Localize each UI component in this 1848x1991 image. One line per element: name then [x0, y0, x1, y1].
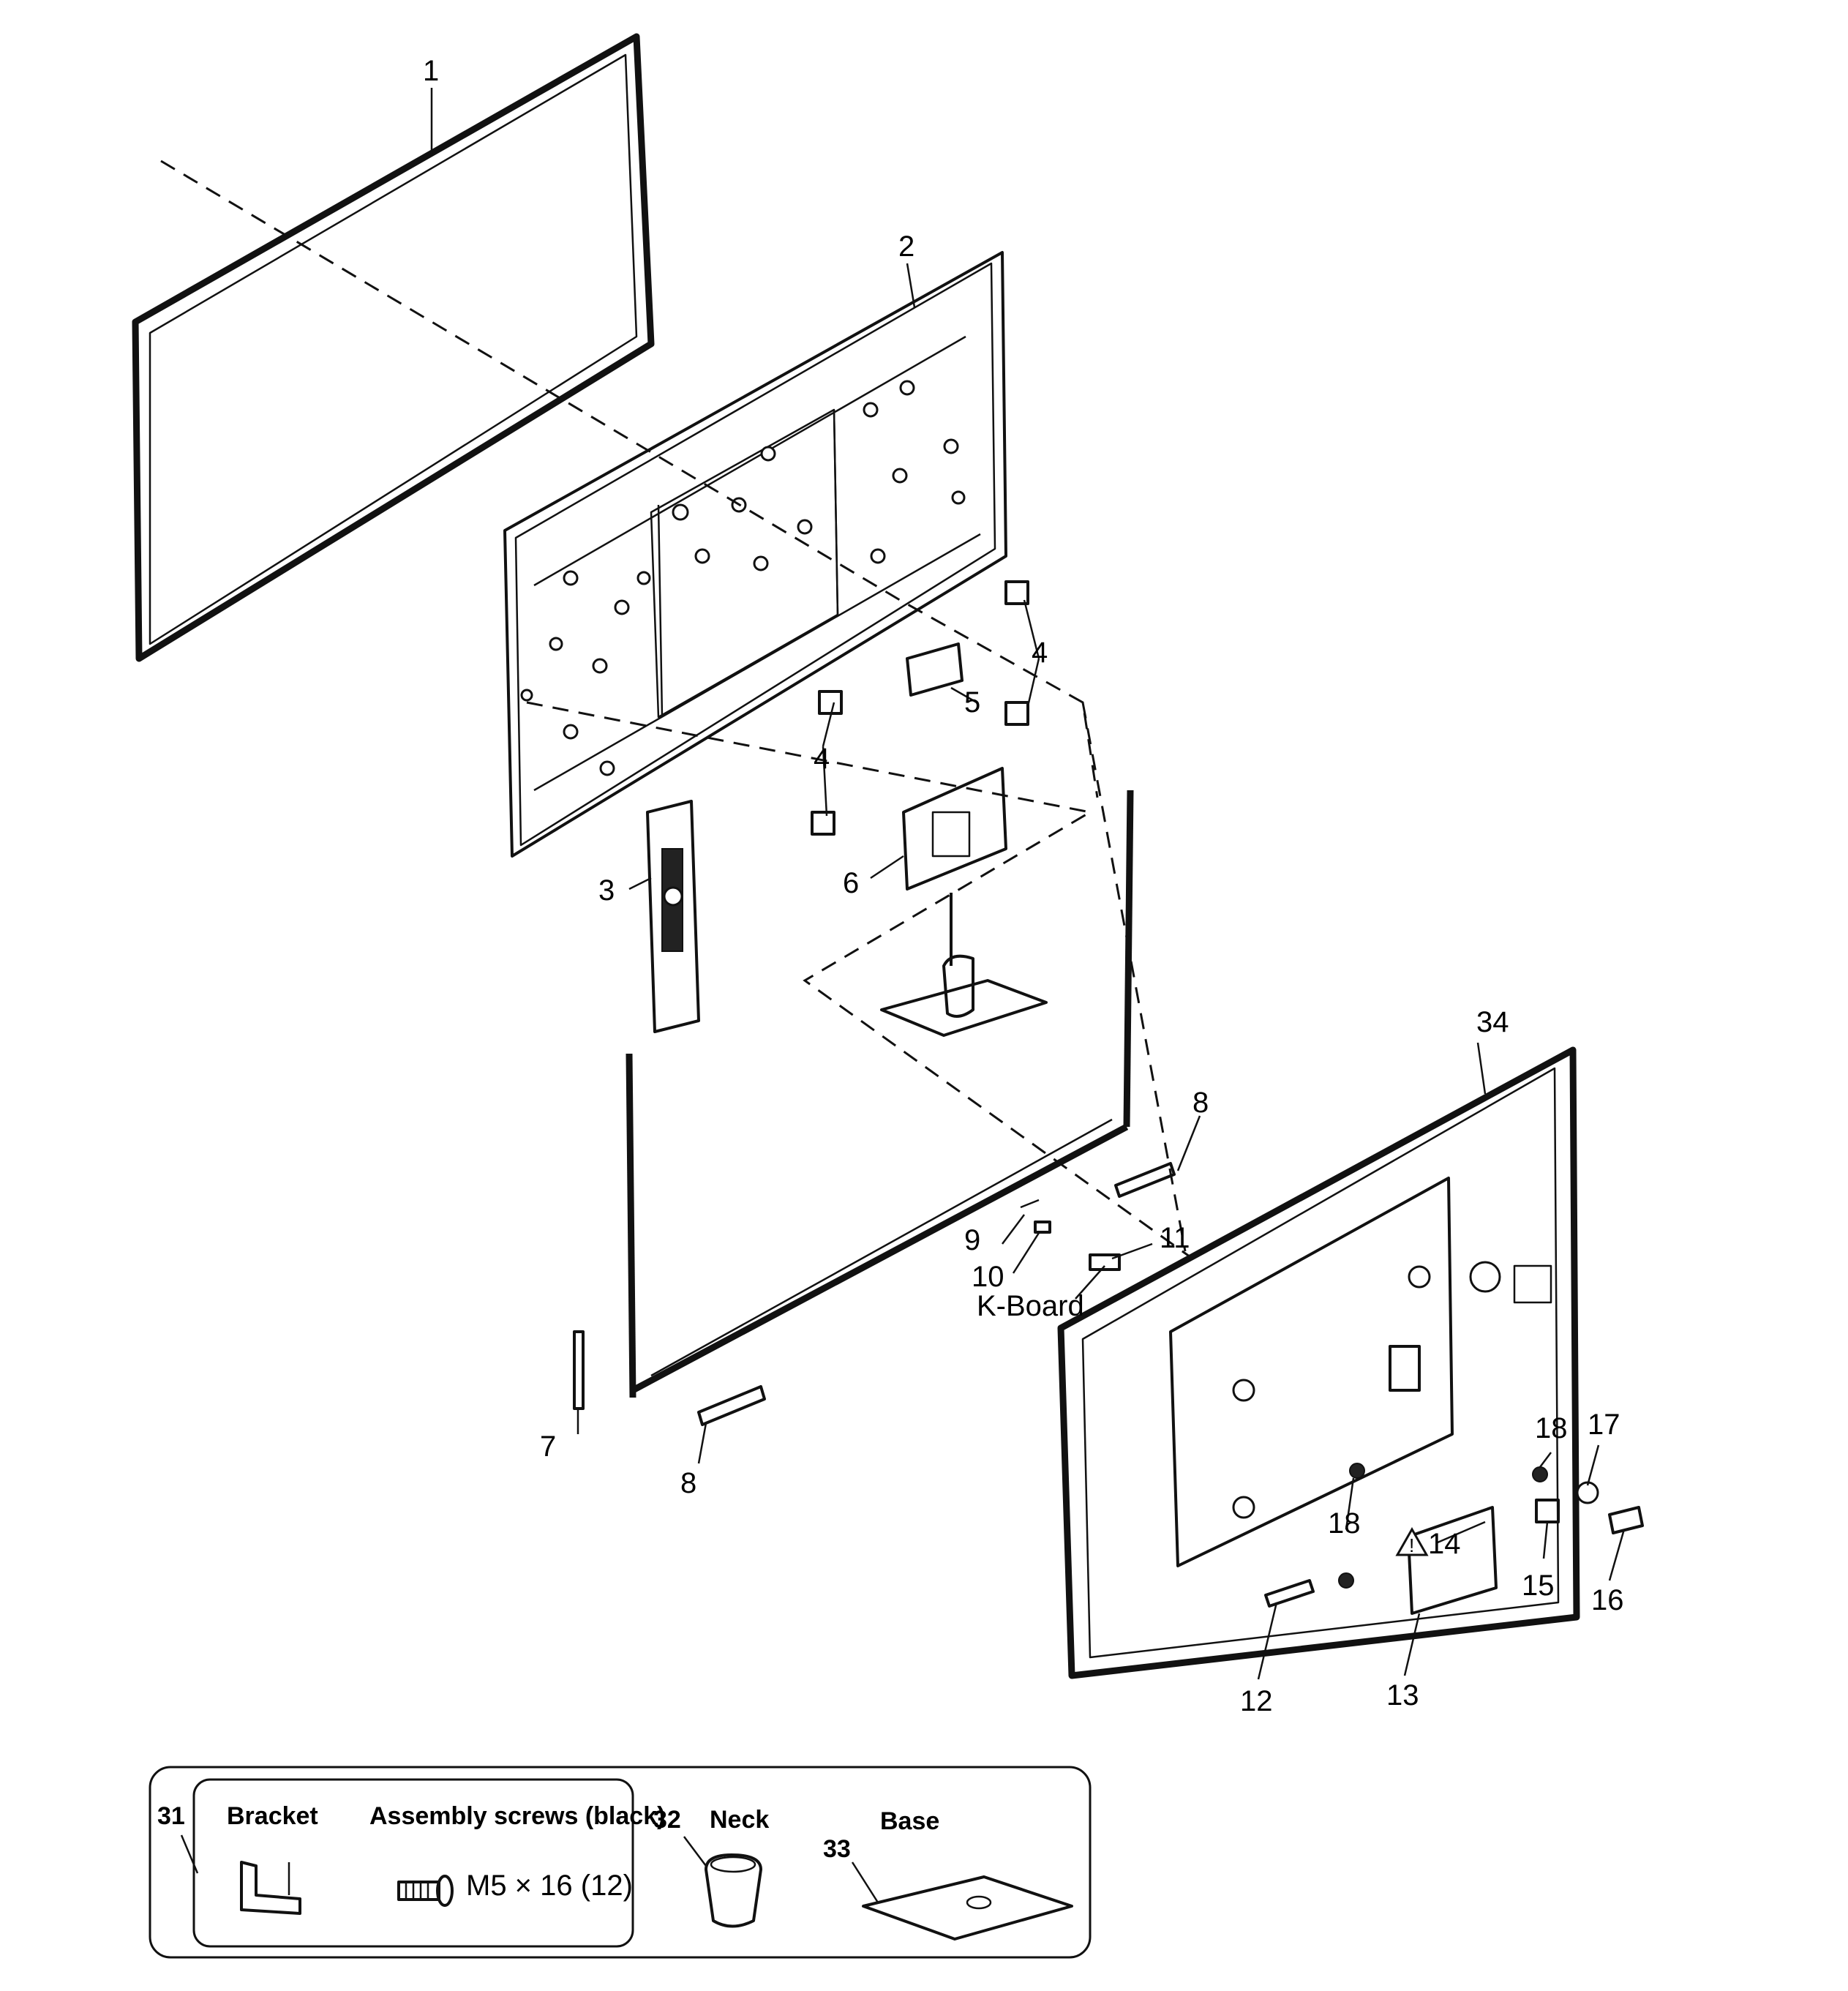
- part-2-chassis: [503, 251, 1007, 858]
- callout-10: 10: [972, 1261, 1004, 1293]
- callout-8a: 8: [1192, 1087, 1209, 1119]
- callout-9: 9: [964, 1224, 980, 1256]
- callout-11: 11: [1160, 1222, 1190, 1254]
- callout-3: 3: [598, 874, 615, 907]
- part-8-bottom: [697, 1385, 766, 1426]
- callout-4a: 4: [1032, 637, 1048, 669]
- callout-6: 6: [843, 867, 859, 899]
- base-icon: [851, 1861, 1073, 1941]
- screw-icon: [397, 1875, 454, 1907]
- callout-14: 14: [1428, 1528, 1461, 1560]
- screws-label: Assembly screws (black): [369, 1802, 665, 1830]
- callout-7: 7: [540, 1431, 556, 1463]
- neck-label: Neck: [710, 1806, 769, 1834]
- callout-15: 15: [1522, 1570, 1555, 1602]
- screws-spec: M5 × 16 (12): [466, 1870, 633, 1902]
- k-board-parts: [1020, 1199, 1121, 1271]
- callout-34: 34: [1476, 1006, 1509, 1038]
- callout-4b: 4: [814, 743, 830, 775]
- alignment-line-stand: [526, 701, 1193, 1260]
- callout-13: 13: [1386, 1679, 1419, 1711]
- callout-18b: 18: [1328, 1507, 1361, 1540]
- callout-18a: 18: [1535, 1412, 1568, 1444]
- k-board-label: K-Board: [977, 1290, 1084, 1322]
- accessory-box: 31 Bracket Assembly screws (black) M5 × …: [149, 1766, 1092, 1959]
- part-4-brackets: [811, 580, 1029, 836]
- warning-triangle-icon: !: [1395, 1526, 1429, 1556]
- part-16: [1608, 1506, 1644, 1534]
- base-label: Base: [880, 1807, 939, 1835]
- part-3-board: [646, 800, 700, 1033]
- part-18a: [1349, 1463, 1365, 1479]
- callout-16: 16: [1591, 1584, 1624, 1616]
- bracket-label: Bracket: [227, 1802, 318, 1830]
- accessory-33-id: 33: [823, 1835, 851, 1863]
- part-1-bezel: [132, 33, 655, 662]
- part-12: [1264, 1579, 1315, 1608]
- part-8-top: [1114, 1162, 1176, 1198]
- chassis-holes: [520, 380, 966, 776]
- callout-labels: 1 2 3 4 4 5 6 7 8 8 9 10 11 K-Board 12 1…: [423, 55, 1624, 1717]
- part-6-stand-plate: [880, 767, 1048, 1037]
- part-34-rear-cover: [1057, 1046, 1580, 1679]
- callout-2: 2: [898, 230, 914, 263]
- alignment-line-main: [160, 160, 1187, 1252]
- part-13: [1407, 1506, 1498, 1615]
- part-17: [1576, 1481, 1599, 1504]
- part-7: [573, 1330, 585, 1410]
- callout-12: 12: [1240, 1685, 1273, 1717]
- neck-icon: [683, 1836, 762, 1928]
- svg-text:!: !: [1409, 1534, 1414, 1556]
- callout-8b: 8: [680, 1467, 696, 1499]
- part-18b: [1532, 1466, 1548, 1482]
- leader-lines: [430, 88, 1626, 1680]
- frame-strip: [626, 790, 1134, 1398]
- part-15: [1535, 1499, 1560, 1523]
- callout-17: 17: [1588, 1409, 1620, 1441]
- callout-1: 1: [423, 55, 439, 87]
- bracket-icon: [240, 1861, 301, 1915]
- accessory-31-id: 31: [157, 1802, 185, 1830]
- part-5-block: [906, 642, 964, 697]
- callout-5: 5: [964, 686, 980, 719]
- accessory-32-id: 32: [653, 1806, 681, 1834]
